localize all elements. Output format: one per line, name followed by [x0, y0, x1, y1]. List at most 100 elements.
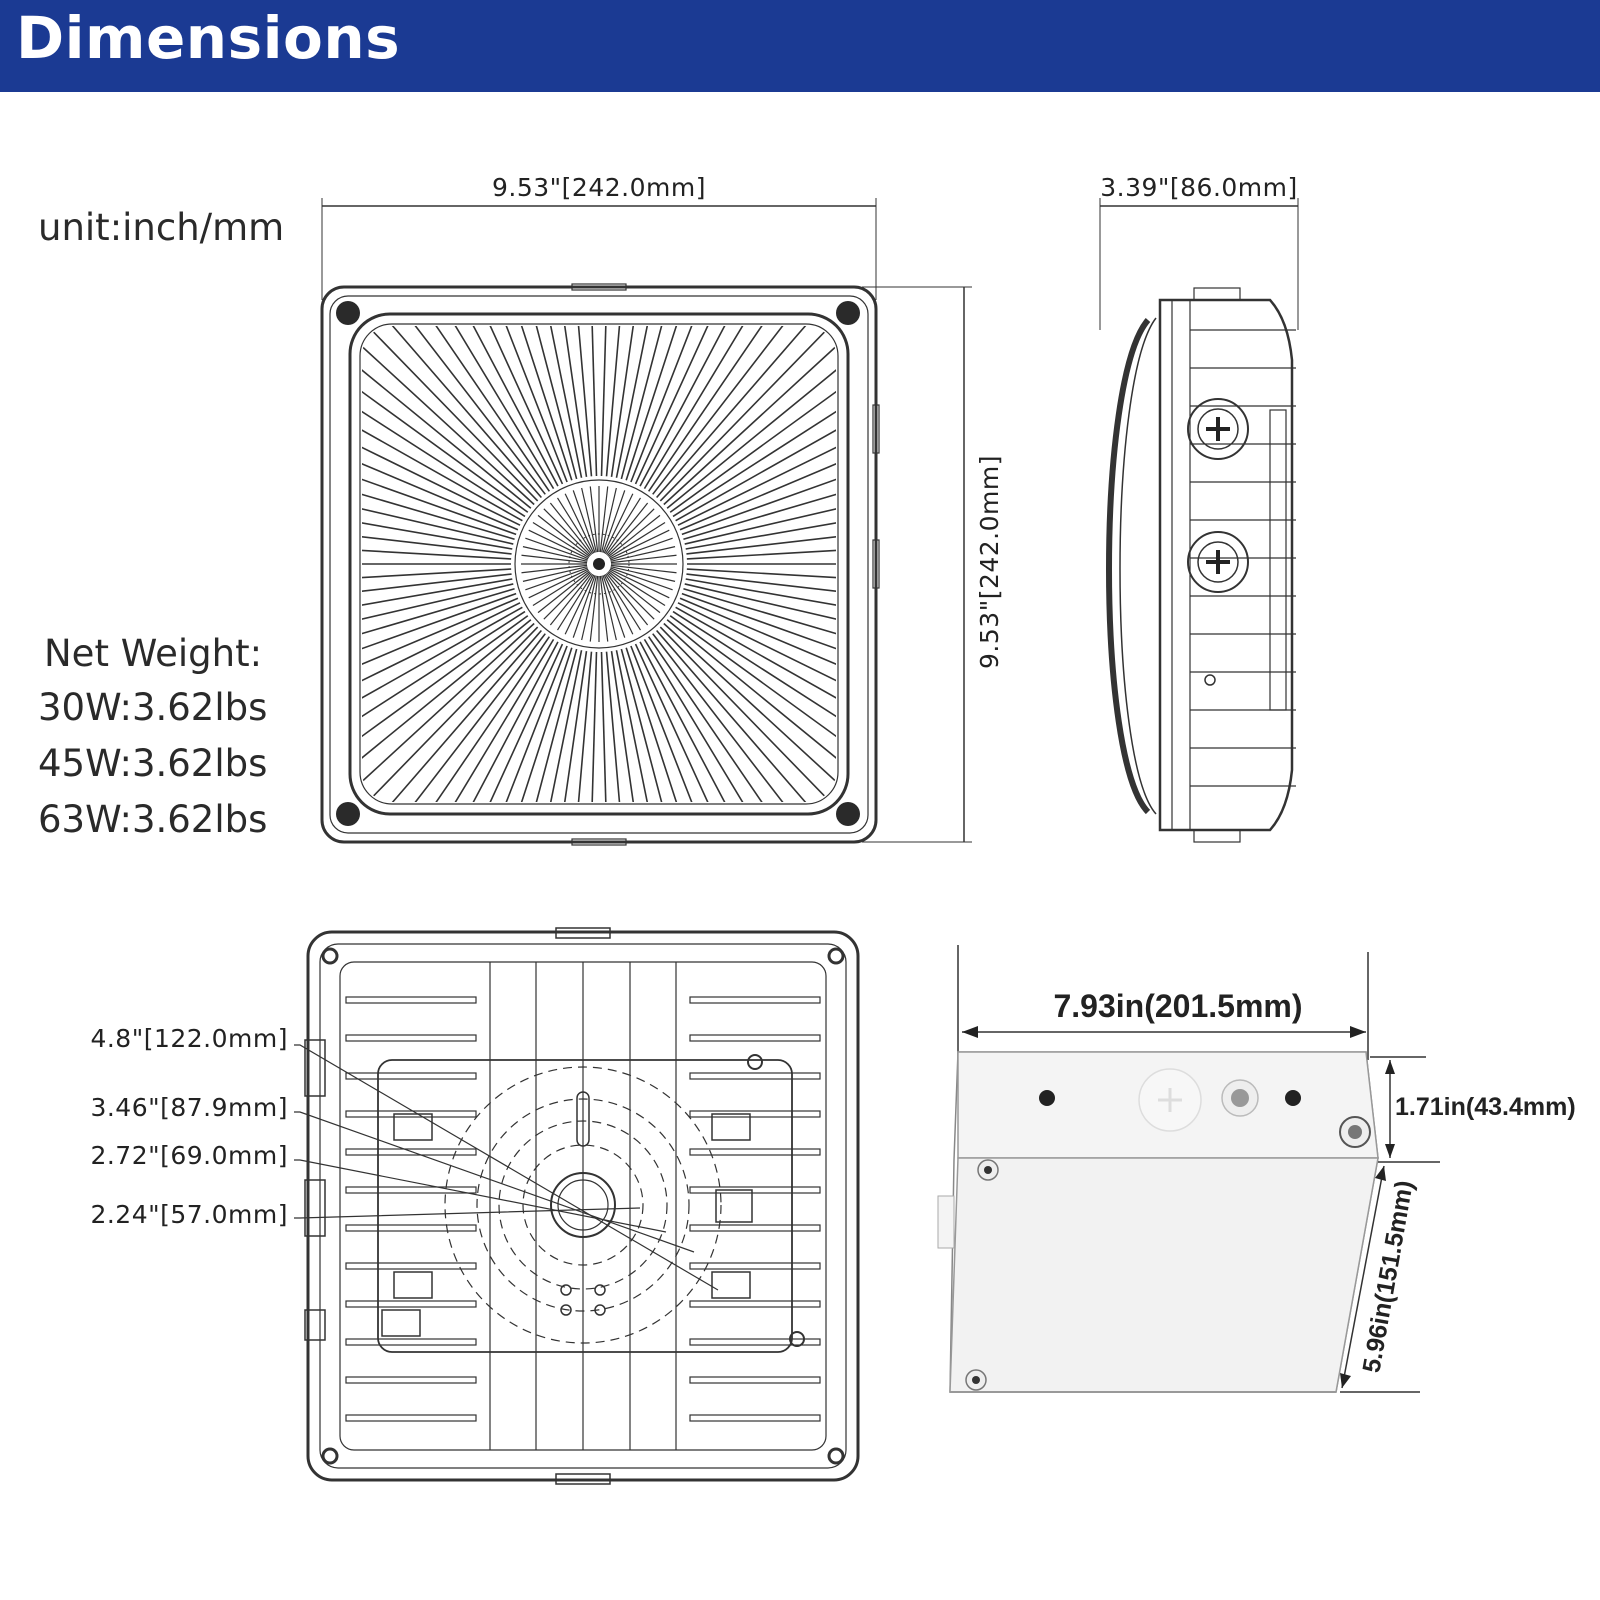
- core-fin-line: [610, 554, 677, 564]
- fin-line: [362, 326, 535, 506]
- core-fin-line: [610, 566, 676, 582]
- heatsink-fins: [362, 326, 836, 802]
- core-fin-line: [572, 575, 596, 638]
- fin-line: [362, 597, 519, 729]
- back-fin: [689, 1186, 821, 1194]
- core-fin-line: [525, 537, 588, 561]
- fin-line: [685, 578, 836, 637]
- core-fin-line: [581, 487, 597, 553]
- fin-line: [677, 602, 836, 751]
- page-title: Dimensions: [16, 4, 401, 72]
- weight-row-45w: 45W:3.62lbs: [38, 742, 268, 785]
- fin-line: [423, 643, 564, 802]
- fin-line: [659, 626, 836, 802]
- fin-line: [514, 650, 583, 802]
- corner-screw-icon: [336, 802, 360, 826]
- fin-line: [643, 638, 817, 802]
- fin-line: [683, 444, 836, 540]
- core-fin-line: [521, 564, 588, 574]
- callout-3-46: 3.46"[87.9mm]: [90, 1093, 288, 1122]
- fin-line: [362, 336, 526, 518]
- side-depth-label: 3.39"[86.0mm]: [1100, 173, 1298, 202]
- fin-line: [683, 588, 836, 684]
- fin-line: [362, 356, 523, 522]
- fin-line: [686, 539, 836, 560]
- center-hole-icon: [593, 558, 605, 570]
- core-fin-line: [564, 574, 595, 635]
- core-fin-line: [609, 568, 670, 599]
- back-fin: [345, 1148, 477, 1156]
- core-fin-line: [521, 554, 588, 564]
- core-fin-line: [608, 569, 666, 607]
- back-fin: [345, 996, 477, 1004]
- fin-line: [362, 573, 512, 613]
- fin-line: [639, 641, 796, 802]
- fin-line: [402, 641, 559, 802]
- fin-line: [362, 444, 515, 540]
- side-fins: [1190, 329, 1296, 787]
- fin-line: [362, 592, 517, 706]
- fin-line: [634, 643, 775, 802]
- callout-2-72: 2.72"[69.0mm]: [90, 1141, 288, 1170]
- back-fin: [689, 1376, 821, 1384]
- core-fin-line: [537, 514, 590, 557]
- fin-line: [362, 626, 539, 802]
- box-height-label: 1.71in(43.4mm): [1395, 1093, 1576, 1121]
- core-fin-line: [532, 569, 590, 607]
- fin-line: [362, 399, 519, 531]
- back-fin: [345, 1338, 477, 1346]
- core-fin-line: [543, 572, 591, 620]
- fin-line: [672, 610, 836, 792]
- back-fin: [689, 996, 821, 1004]
- core-fin-line: [522, 546, 588, 562]
- fin-line: [381, 326, 555, 490]
- fin-line: [652, 326, 836, 495]
- net-weight-heading: Net Weight:: [44, 632, 263, 675]
- core-fin-line: [603, 493, 634, 554]
- core-fin-line: [549, 573, 592, 626]
- fin-line: [679, 399, 836, 531]
- core-fin-line: [556, 573, 594, 631]
- box-length-label: 7.93in(201.5mm): [1053, 988, 1302, 1024]
- fin-line: [659, 326, 836, 502]
- fin-line: [615, 326, 684, 478]
- fin-line: [648, 636, 836, 802]
- fin-line: [656, 629, 836, 802]
- fin-line: [362, 602, 521, 751]
- fin-line: [362, 422, 517, 536]
- fin-line: [610, 650, 660, 802]
- core-fin-line: [606, 502, 649, 555]
- fin-line: [620, 648, 707, 802]
- callout-4-8: 4.8"[122.0mm]: [90, 1024, 288, 1053]
- fin-line: [684, 468, 836, 545]
- core-fin-line: [610, 567, 673, 591]
- core-fin-line: [589, 486, 599, 553]
- fin-line: [402, 326, 559, 487]
- core-fin-line: [610, 537, 673, 561]
- back-fin: [345, 1110, 477, 1118]
- core-fin-line: [604, 573, 642, 631]
- core-fin-line: [581, 575, 597, 641]
- fin-line: [362, 491, 513, 550]
- fin-line: [362, 615, 529, 802]
- back-fin: [689, 1072, 821, 1080]
- fin-line: [679, 597, 836, 729]
- core-fin-line: [603, 574, 634, 635]
- corner-screw-icon: [836, 301, 860, 325]
- fin-line: [362, 629, 542, 802]
- fin-line: [656, 326, 836, 499]
- fin-line: [684, 583, 836, 660]
- core-fin-line: [601, 487, 617, 553]
- fin-line: [639, 326, 796, 487]
- back-fin: [689, 1300, 821, 1308]
- side-view: 3.39"[86.0mm]: [1099, 173, 1299, 843]
- core-fin-line: [599, 575, 609, 642]
- front-view: 9.53"[242.0mm] 9.53"[242.0mm]: [320, 173, 1004, 846]
- back-fin: [345, 1414, 477, 1422]
- core-fin-line: [610, 564, 677, 574]
- fin-line: [625, 326, 730, 481]
- fin-line: [362, 578, 513, 637]
- weight-row-63w: 63W:3.62lbs: [38, 798, 268, 841]
- back-fin: [345, 1034, 477, 1042]
- fin-line: [630, 645, 753, 802]
